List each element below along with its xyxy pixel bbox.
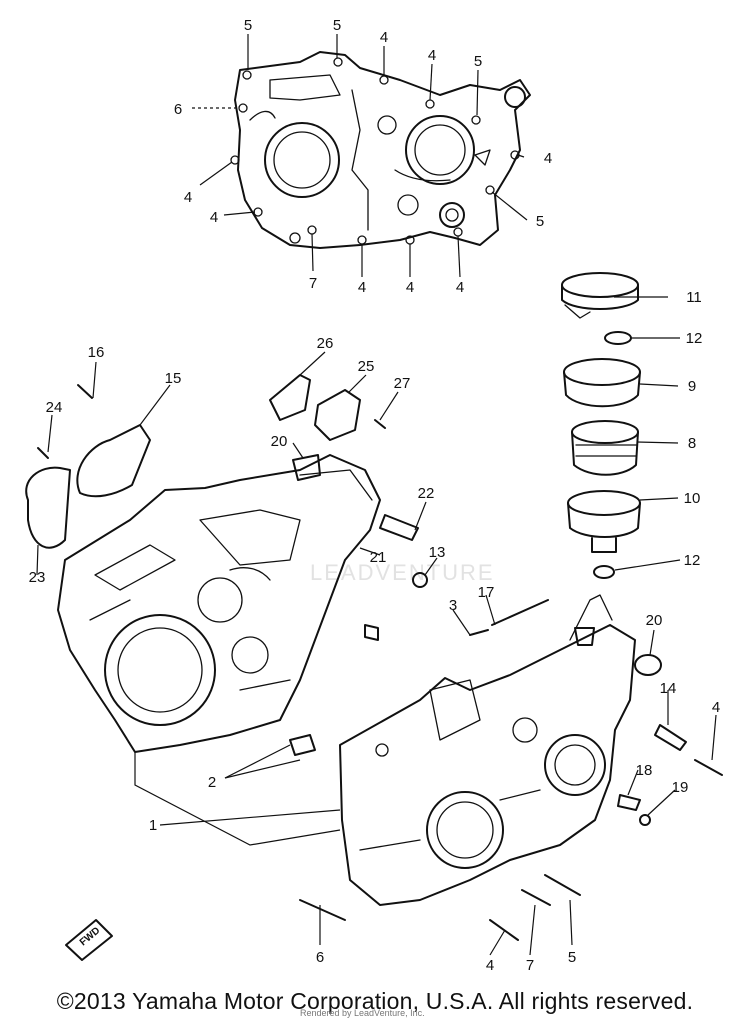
callout-4: 4 xyxy=(428,47,436,64)
render-credit: Rendered by LeadVenture, Inc. xyxy=(300,1008,425,1018)
fwd-arrow-icon: FWD xyxy=(65,919,113,961)
callout-12: 12 xyxy=(686,330,703,347)
callout-4: 4 xyxy=(712,699,720,716)
callout-17: 17 xyxy=(478,584,495,601)
left-small-parts xyxy=(25,374,723,941)
callout-25: 25 xyxy=(358,358,375,375)
callout-26: 26 xyxy=(317,335,334,352)
filter-assembly xyxy=(561,272,641,646)
callout-5: 5 xyxy=(568,949,576,966)
callout-3: 3 xyxy=(449,597,457,614)
callout-4: 4 xyxy=(184,189,192,206)
callout-11: 11 xyxy=(686,289,702,306)
callout-4: 4 xyxy=(210,209,218,226)
callout-5: 5 xyxy=(333,17,341,34)
callout-2: 2 xyxy=(208,774,216,791)
callout-22: 22 xyxy=(418,485,435,502)
callout-12: 12 xyxy=(684,552,701,569)
callout-4: 4 xyxy=(380,29,388,46)
callout-5: 5 xyxy=(474,53,482,70)
callout-23: 23 xyxy=(29,569,46,586)
callout-4: 4 xyxy=(486,957,494,974)
callout-15: 15 xyxy=(165,370,182,387)
callout-8: 8 xyxy=(688,435,696,452)
callout-7: 7 xyxy=(309,275,317,292)
callout-13: 13 xyxy=(429,544,446,561)
callout-4: 4 xyxy=(456,279,464,296)
callout-5: 5 xyxy=(536,213,544,230)
callout-20: 20 xyxy=(271,433,288,450)
callout-18: 18 xyxy=(636,762,653,779)
callout-16: 16 xyxy=(88,344,105,361)
callout-27: 27 xyxy=(394,375,411,392)
top-leaders xyxy=(192,34,528,278)
fwd-label: FWD xyxy=(78,925,103,948)
callout-5: 5 xyxy=(244,17,252,34)
callout-10: 10 xyxy=(684,490,701,507)
callout-9: 9 xyxy=(688,378,696,395)
callout-6: 6 xyxy=(174,101,182,118)
callout-20: 20 xyxy=(646,612,663,629)
callout-7: 7 xyxy=(526,957,534,974)
callout-1: 1 xyxy=(149,817,157,834)
copyright-notice: ©2013 Yamaha Motor Corporation, U.S.A. A… xyxy=(56,988,694,1014)
callout-4: 4 xyxy=(406,279,414,296)
callout-21: 21 xyxy=(370,549,387,566)
callout-4: 4 xyxy=(358,279,366,296)
right-crankcase xyxy=(339,594,636,906)
callout-6: 6 xyxy=(316,949,324,966)
callout-19: 19 xyxy=(672,779,689,796)
callout-14: 14 xyxy=(660,680,677,697)
lower-leaders xyxy=(36,296,717,956)
crankcase-inner-view xyxy=(230,51,531,249)
left-crankcase xyxy=(57,454,381,753)
callout-24: 24 xyxy=(46,399,63,416)
callout-4: 4 xyxy=(544,150,552,167)
